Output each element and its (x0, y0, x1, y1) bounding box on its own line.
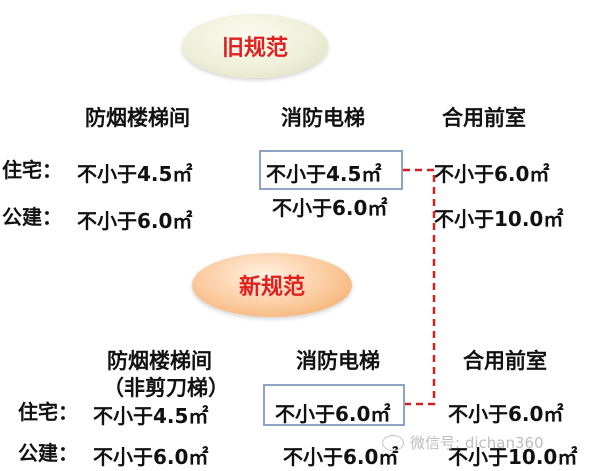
new-shared-public: 不小于10.0㎡ (448, 445, 578, 469)
old-header-elevator: 消防电梯 (281, 106, 365, 130)
old-spec-title: 旧规范 (221, 36, 288, 61)
old-shared-public: 不小于10.0㎡ (434, 207, 564, 231)
old-shared-residential: 不小于6.0㎡ (434, 162, 550, 186)
new-label-residential: 住宅： (18, 400, 78, 424)
new-header-elevator: 消防电梯 (296, 349, 380, 373)
old-stair-public: 不小于6.0㎡ (77, 209, 193, 233)
new-header-stair: 防烟楼梯间 (107, 349, 212, 373)
new-spec-title: 新规范 (238, 275, 305, 300)
new-elevator-highlight-box (263, 384, 405, 426)
old-stair-residential: 不小于4.5㎡ (77, 162, 193, 186)
old-elevator-public: 不小于6.0㎡ (272, 196, 388, 220)
watermark-text: 微信号: dichan360 (410, 434, 544, 452)
watermark: 微信号: dichan360 (382, 432, 544, 453)
new-elevator-residential: 不小于6.0㎡ (275, 402, 391, 426)
new-shared-residential: 不小于6.0㎡ (448, 402, 564, 426)
new-header-shared: 合用前室 (463, 349, 547, 373)
old-header-shared: 合用前室 (442, 106, 526, 130)
old-elevator-residential: 不小于4.5㎡ (266, 162, 382, 186)
old-spec-badge: 旧规范 (182, 14, 328, 78)
new-spec-badge: 新规范 (192, 253, 352, 317)
connector-dashed-line (403, 168, 436, 406)
old-label-public: 公建： (2, 205, 62, 229)
old-header-stair: 防烟楼梯间 (85, 106, 190, 130)
old-label-residential: 住宅： (2, 158, 62, 182)
new-label-public: 公建： (18, 441, 78, 465)
new-header-stair-note: （非剪刀梯） (103, 376, 229, 400)
new-stair-residential: 不小于4.5㎡ (93, 404, 209, 428)
old-elevator-highlight-box (259, 150, 403, 190)
new-elevator-public: 不小于6.0㎡ (283, 445, 399, 469)
new-stair-public: 不小于6.0㎡ (93, 445, 209, 469)
wechat-icon (382, 434, 404, 451)
